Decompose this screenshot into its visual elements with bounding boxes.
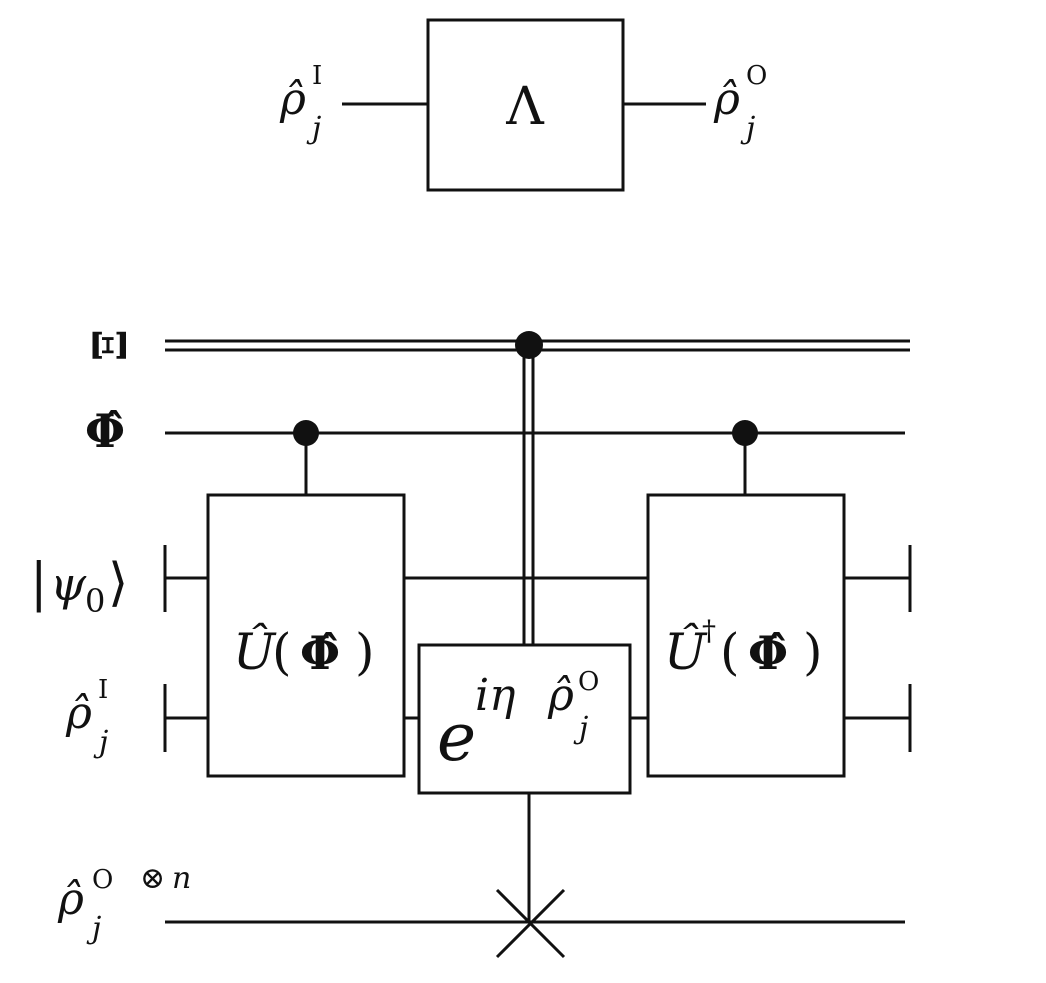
swap-cross-b — [495, 888, 566, 959]
udagger-close-paren: ) — [803, 623, 823, 681]
channel-input-sup: I — [312, 61, 322, 91]
rho-in-sub: j — [93, 725, 108, 760]
exponential-gate — [417, 643, 632, 795]
psi0-wire-label: | ψ 0 ⟩ — [30, 553, 128, 620]
udagger-u: Û — [664, 622, 708, 681]
udagger-dagger: † — [702, 614, 716, 647]
exp-base-e: e — [437, 699, 476, 776]
unitary-gate-label: Û ( Φ̂ ) — [233, 622, 375, 681]
unitary-u: Û — [233, 622, 277, 681]
channel-input-rho: ρ̂ — [279, 74, 306, 125]
unitary-gate — [206, 493, 406, 778]
rho-out-rho: ρ̂ — [57, 874, 84, 925]
udagger-open-paren: ( — [720, 623, 740, 681]
channel-input-sub: j — [306, 111, 321, 146]
psi0-left-bar: | — [30, 553, 48, 613]
unitary-phi-arg: Φ̂ — [300, 626, 340, 680]
udagger-control-dot — [732, 420, 758, 446]
channel-output-rho: ρ̂ — [713, 74, 740, 125]
channel-output-sup: O — [746, 61, 767, 91]
xi-wire-label: Ξ — [83, 329, 137, 361]
channel-diagram: Λ ρ̂ I j ρ̂ O j — [279, 18, 767, 192]
exponential-gate-label: e iη ρ̂ O j — [437, 667, 599, 776]
channel-lambda-label: Λ — [505, 77, 545, 137]
channel-output-label: ρ̂ O j — [713, 61, 767, 146]
psi0-right-angle: ⟩ — [108, 553, 128, 613]
rho-in-sup: I — [98, 675, 108, 705]
u-control-dot — [293, 420, 319, 446]
xi-control-dot — [515, 331, 543, 359]
channel-output-sub: j — [740, 111, 755, 146]
exp-rho-sup: O — [578, 667, 599, 697]
unitary-close-paren: ) — [355, 623, 375, 681]
channel-input-label: ρ̂ I j — [279, 61, 322, 146]
exp-i-eta: iη — [475, 670, 515, 721]
rho-in-wire-label: ρ̂ I j — [65, 675, 108, 760]
phi-wire-label: Φ̂ — [85, 404, 125, 458]
unitary-dagger-gate — [646, 493, 846, 778]
rho-out-sup: O — [92, 865, 113, 895]
rho-in-rho: ρ̂ — [65, 688, 92, 739]
channel-lambda-box — [426, 18, 625, 192]
unitary-dagger-gate-label: Û † ( Φ̂ ) — [664, 614, 823, 681]
rho-out-power: n — [172, 861, 191, 896]
psi0-psi: ψ — [50, 557, 87, 611]
circuit: Û ( Φ̂ ) e iη ρ̂ O j Û † ( Φ̂ ) Ξ Φ̂ | ψ… — [30, 329, 912, 959]
psi0-sub-zero: 0 — [85, 582, 105, 620]
rho-out-n-wire-label: ρ̂ O j ⊗ n — [57, 861, 191, 946]
rho-out-sub: j — [86, 911, 101, 946]
exp-rho: ρ̂ — [547, 670, 574, 721]
unitary-open-paren: ( — [272, 623, 292, 681]
udagger-phi-arg: Φ̂ — [748, 626, 788, 680]
rho-out-tensor: ⊗ — [140, 861, 165, 896]
